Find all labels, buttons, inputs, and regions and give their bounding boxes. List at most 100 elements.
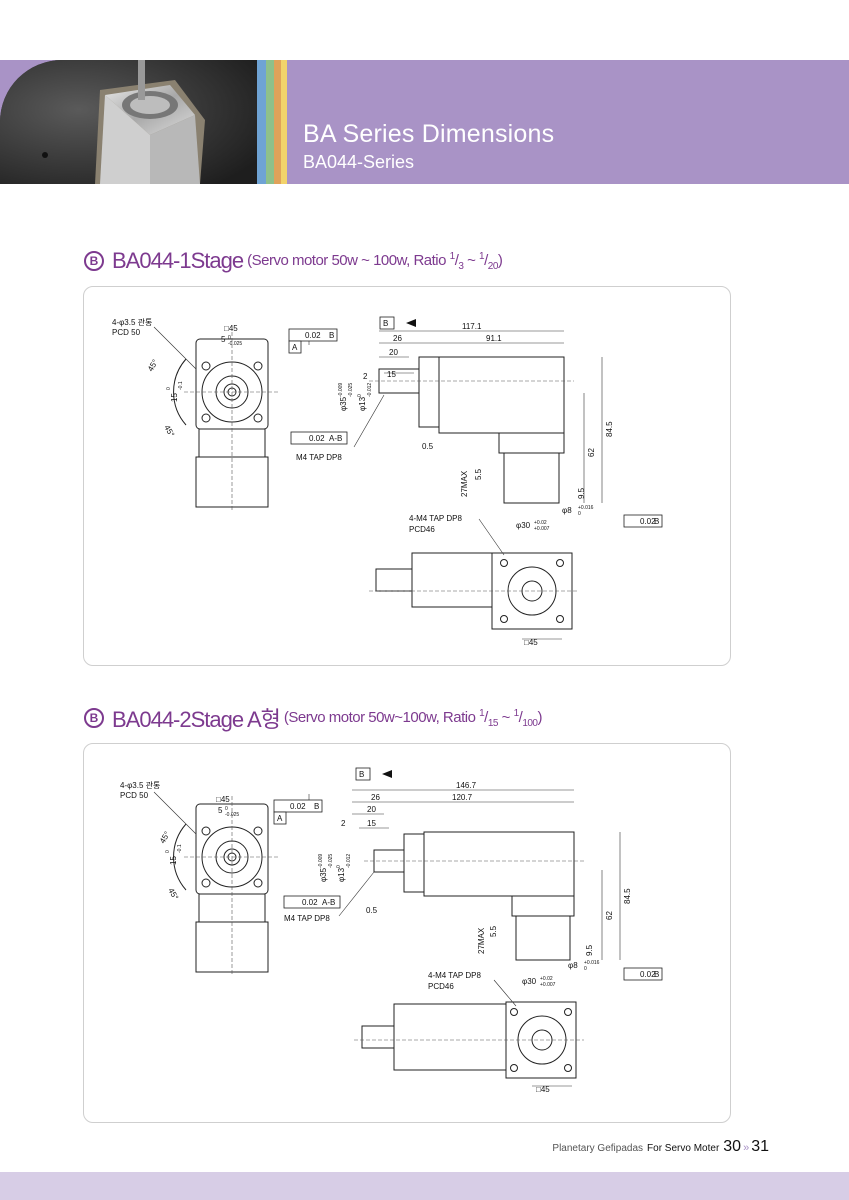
dimension-label: 0 bbox=[165, 850, 171, 853]
side-motor-mount bbox=[515, 915, 571, 961]
drawing-frame-2stage: 4-φ3.5 관통 PCD 50 □45 5 0 -0.025 45° 45° … bbox=[83, 743, 731, 1123]
bottom-shaft bbox=[361, 1025, 395, 1049]
dimension-label: 2 bbox=[341, 819, 346, 828]
dimension-label: 45° bbox=[146, 358, 160, 373]
front-hole-3 bbox=[201, 413, 211, 423]
dimension-label: 2 bbox=[363, 372, 368, 381]
leader-holes bbox=[153, 326, 197, 370]
datum-a-frame bbox=[288, 340, 302, 354]
dimension-label: φ8 bbox=[562, 506, 572, 515]
side-flange bbox=[403, 833, 425, 893]
dimension-label: 4-φ3.5 관통 bbox=[120, 780, 160, 790]
dimension-label: 62 bbox=[587, 448, 596, 457]
front-hole-4 bbox=[253, 878, 263, 888]
section-2-model: BA044-2Stage A형 bbox=[112, 707, 281, 732]
dimension-label: 15 bbox=[387, 370, 396, 379]
dimension-label: 0.02 bbox=[290, 802, 306, 811]
runout-frame bbox=[288, 328, 338, 342]
side-body bbox=[423, 831, 575, 897]
section-1-note: (Servo motor 50w ~ 100w, Ratio 1/3 ~ 1/2… bbox=[247, 250, 503, 272]
dimension-label: 15 bbox=[367, 819, 376, 828]
dimension-label: -0.025 bbox=[328, 854, 334, 868]
footer-band bbox=[0, 1172, 849, 1200]
dimension-label: 27MAX bbox=[460, 470, 469, 497]
page-number-right: 31 bbox=[751, 1138, 769, 1155]
dimension-label: +0.02 bbox=[540, 976, 553, 982]
angle-arc bbox=[173, 823, 187, 891]
front-hole-1 bbox=[201, 826, 211, 836]
dimension-label: B bbox=[314, 802, 319, 811]
dimension-label: B bbox=[383, 319, 388, 328]
bottom-hole-3 bbox=[510, 1064, 518, 1072]
dimension-label: -0.025 bbox=[228, 341, 242, 347]
dimension-label: B bbox=[654, 970, 659, 979]
dimension-label: +0.007 bbox=[534, 526, 550, 532]
dimension-label: -0.012 bbox=[346, 854, 352, 868]
dimension-label: 4-M4 TAP DP8 bbox=[428, 971, 481, 980]
dimension-label: 0 bbox=[584, 966, 587, 972]
dimension-label: 26 bbox=[371, 793, 380, 802]
front-hole-2 bbox=[253, 361, 263, 371]
dimension-label: 15 bbox=[169, 856, 178, 865]
front-hole-4 bbox=[253, 413, 263, 423]
front-hole-2 bbox=[253, 826, 263, 836]
dimension-label: M4 TAP DP8 bbox=[296, 453, 342, 462]
front-hole-3 bbox=[201, 878, 211, 888]
bottom-hole-1 bbox=[500, 559, 508, 567]
dimension-label: 45° bbox=[158, 830, 172, 845]
conc-frame bbox=[283, 895, 341, 909]
dimension-label: 117.1 bbox=[462, 322, 482, 331]
dimension-label: 26 bbox=[393, 334, 402, 343]
drawing-frame-1stage: 4-φ3.5 관통 PCD 50 □45 5 0 -0.025 45° 45° … bbox=[83, 286, 731, 666]
dimension-label: □45 bbox=[216, 795, 230, 804]
dimension-label: 5 bbox=[218, 806, 223, 815]
dimension-label: B bbox=[359, 770, 364, 779]
dimension-label: -0.009 bbox=[338, 383, 344, 397]
dimension-label: -0.025 bbox=[225, 812, 239, 818]
bottom-shaft bbox=[375, 568, 413, 592]
dimension-label: 45° bbox=[162, 424, 176, 439]
page-number-left: 30 bbox=[723, 1138, 742, 1155]
dimension-label: 62 bbox=[605, 911, 614, 920]
datum-arrow-icon bbox=[382, 770, 392, 778]
dimension-label: 20 bbox=[367, 805, 376, 814]
leader-tap bbox=[338, 871, 375, 917]
dimension-label: 120.7 bbox=[452, 793, 473, 802]
dimension-label: 91.1 bbox=[486, 334, 502, 343]
perp-frame bbox=[623, 967, 663, 981]
dimension-label: M4 TAP DP8 bbox=[284, 914, 330, 923]
dimension-label: 0 bbox=[225, 806, 228, 812]
dimension-label: 15 bbox=[170, 393, 179, 402]
drawing-2stage: 4-φ3.5 관통 PCD 50 □45 5 0 -0.025 45° 45° … bbox=[120, 767, 663, 1094]
dimension-label: 9.5 bbox=[585, 944, 594, 956]
footer-bold: For Servo Moter bbox=[647, 1143, 720, 1154]
dimension-label: 0 bbox=[578, 511, 581, 517]
bottom-hole-1 bbox=[510, 1008, 518, 1016]
stripe-green bbox=[266, 60, 274, 184]
dimension-label: 146.7 bbox=[456, 781, 477, 790]
bottom-hole-4 bbox=[556, 615, 564, 623]
dimension-label: +0.007 bbox=[540, 982, 556, 988]
front-hole-1 bbox=[201, 361, 211, 371]
bottom-hole-3 bbox=[500, 615, 508, 623]
dimension-label: -0.1 bbox=[177, 844, 183, 853]
perp-frame bbox=[623, 514, 663, 528]
section-2-note: (Servo motor 50w~100w, Ratio 1/15 ~ 1/10… bbox=[283, 707, 543, 729]
page-arrows-icon: » bbox=[743, 1142, 750, 1154]
dimension-label: 0.02 bbox=[309, 434, 325, 443]
side-body bbox=[438, 356, 565, 434]
leader-holes bbox=[153, 791, 197, 835]
conc-frame bbox=[290, 431, 348, 445]
dimension-label: φ13 bbox=[337, 867, 346, 882]
dimension-label: 0.02 bbox=[305, 331, 321, 340]
dimension-label: φ30 bbox=[522, 977, 537, 986]
bottom-hole-2 bbox=[556, 559, 564, 567]
dimension-label: 0 bbox=[357, 394, 363, 397]
dimension-label: 0 bbox=[228, 335, 231, 341]
bottom-hole-2 bbox=[564, 1008, 572, 1016]
side-flange bbox=[418, 356, 440, 428]
dimension-label: -0.1 bbox=[178, 381, 184, 390]
section-badge-icon: B bbox=[84, 708, 104, 728]
dimension-label: 5 bbox=[221, 335, 226, 344]
dimension-label: 9.5 bbox=[577, 487, 586, 499]
